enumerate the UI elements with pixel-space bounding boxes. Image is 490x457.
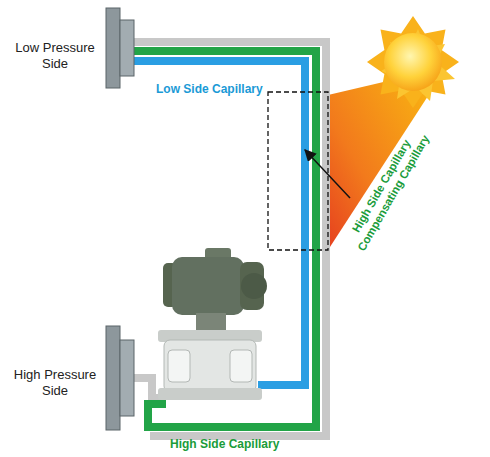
pointer-arrow [305,150,350,198]
capillary-label: Low Side Capillary [156,82,296,96]
heated-zone [268,92,328,250]
sun-rays [367,16,459,108]
process-flange [120,20,134,76]
port-label: Low Pressure Side [5,40,105,71]
sun-rays [381,29,455,101]
process-flange [106,8,120,88]
process-flange [120,340,134,416]
capillary-label: High Side Capillary [170,437,320,451]
capillary-sheath [134,378,162,398]
compensating-capillary [134,51,316,427]
low-side-capillary [134,61,305,385]
process-flange [106,326,120,430]
pressure-transmitter [158,248,267,400]
capillary-sheath [134,42,326,436]
sun [384,33,442,91]
port-label: High Pressure Side [5,367,105,398]
